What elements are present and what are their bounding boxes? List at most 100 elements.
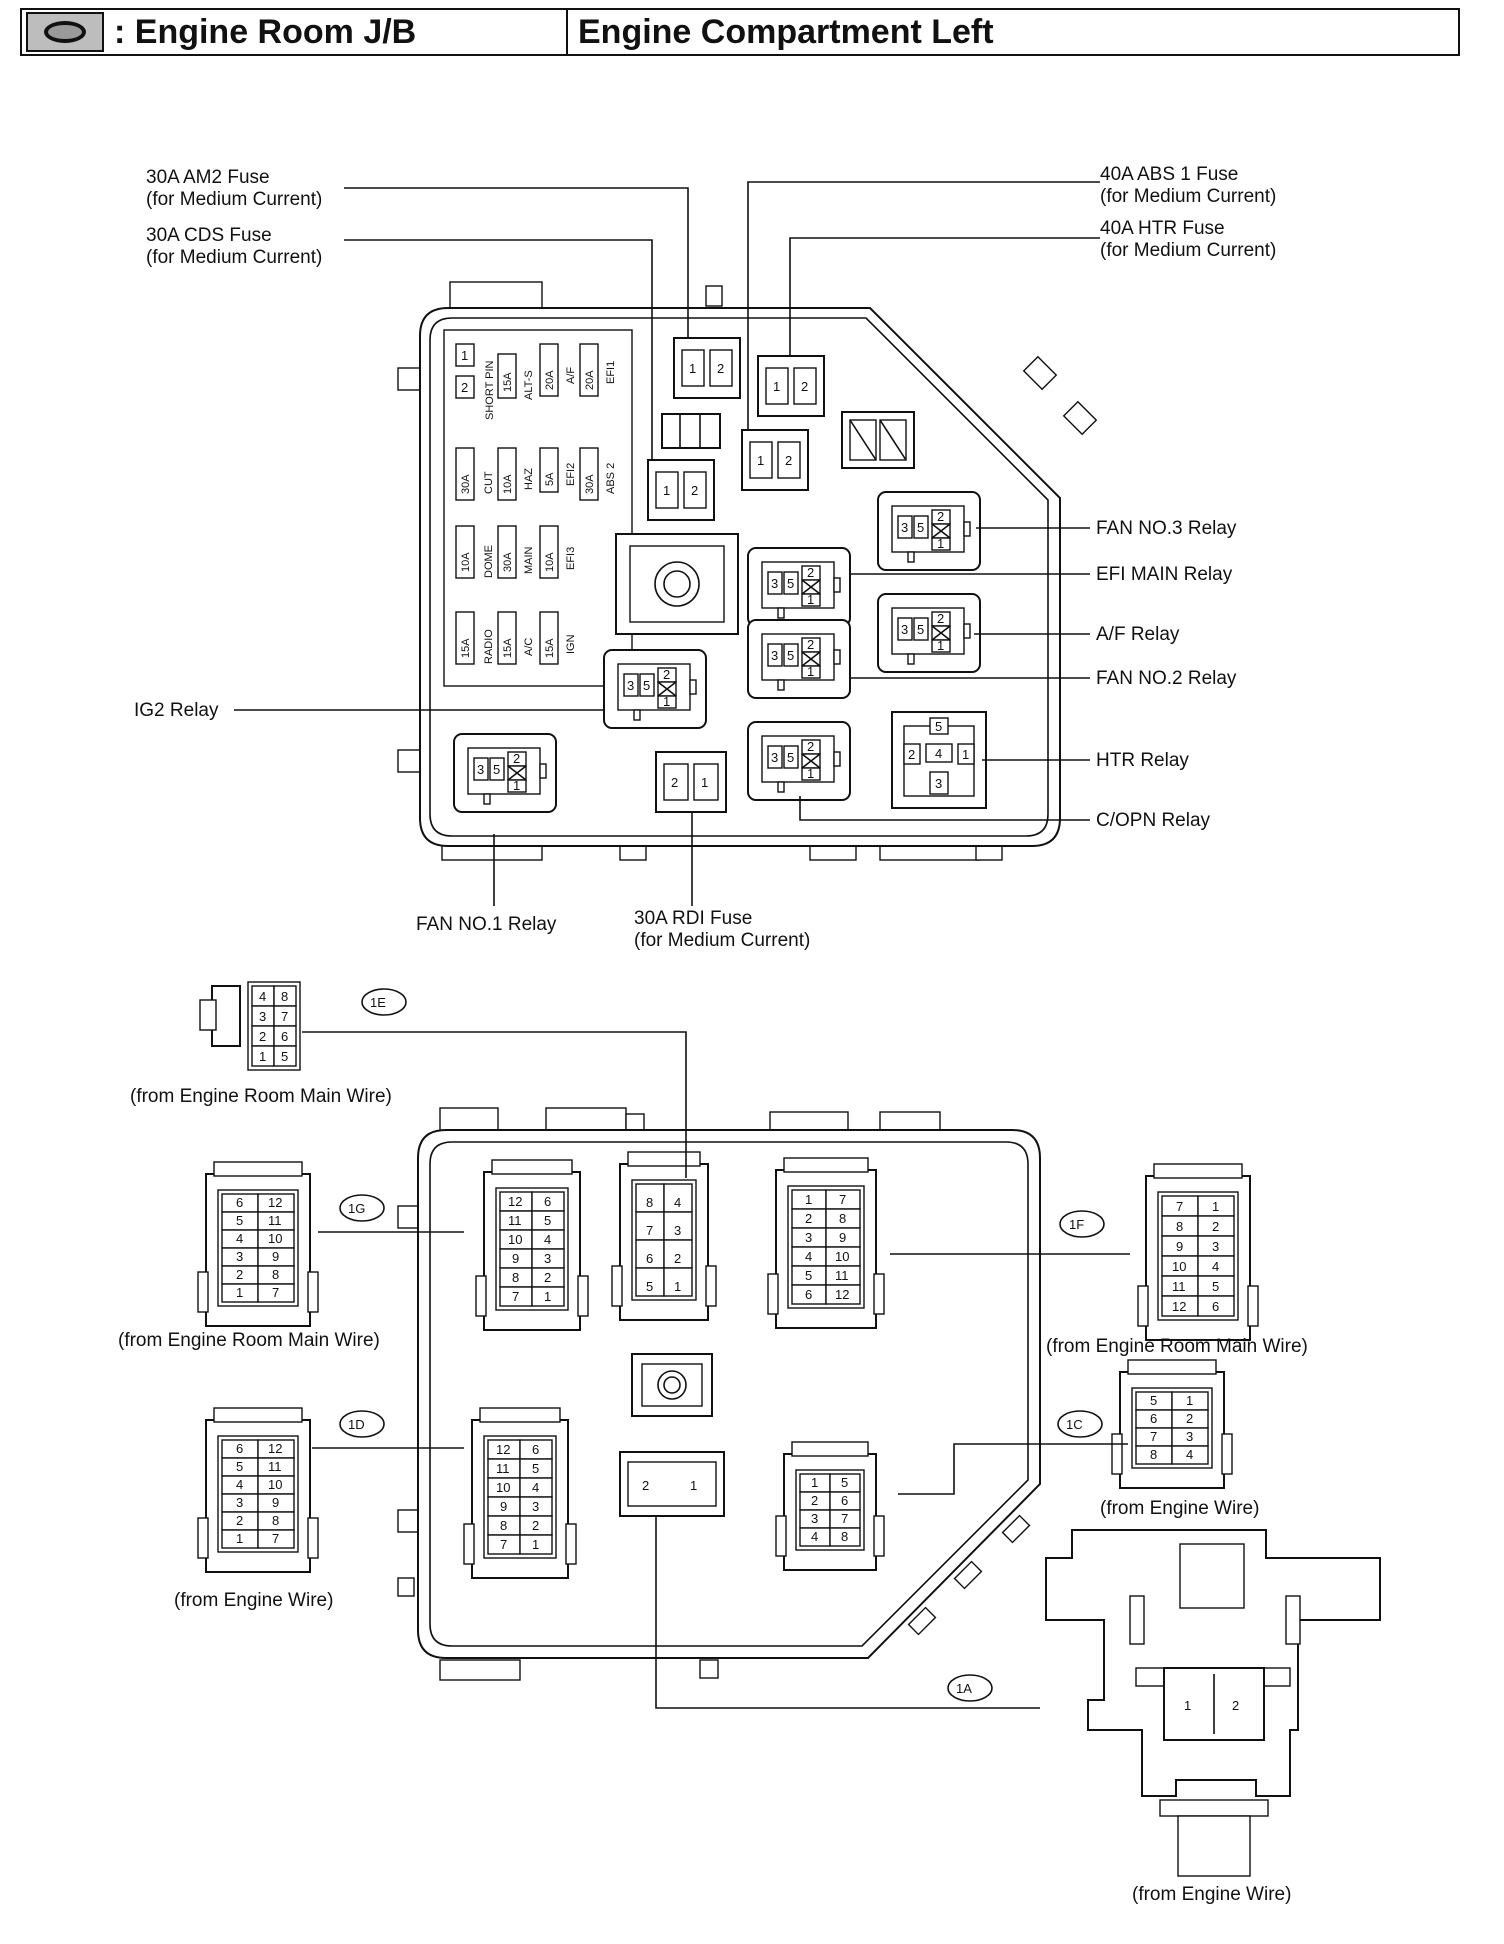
connector-1d-source: (from Engine Wire) bbox=[174, 1590, 333, 1611]
header-right-title: Engine Compartment Left bbox=[578, 12, 994, 51]
upper-leader-lines bbox=[234, 181, 1100, 906]
pin-label: 6 bbox=[1150, 1411, 1157, 1426]
pin-label: 2 bbox=[691, 483, 698, 498]
mini-fuse-name: MAIN bbox=[523, 546, 535, 574]
pin-label: 5 bbox=[841, 1475, 848, 1490]
mini-fuse-name: A/C bbox=[523, 638, 535, 656]
pin-label: 1 bbox=[532, 1537, 539, 1552]
pin-label: 6 bbox=[1212, 1299, 1219, 1314]
pin-label: 10 bbox=[835, 1249, 849, 1264]
pin-label: 12 bbox=[508, 1194, 522, 1209]
pin-label: 8 bbox=[281, 989, 288, 1004]
pin-label: 4 bbox=[811, 1529, 818, 1544]
pin-label: 3 bbox=[935, 776, 942, 791]
pin-label: 2 bbox=[642, 1478, 649, 1493]
pin-label: 5 bbox=[1150, 1393, 1157, 1408]
connector-1a-id: 1A bbox=[956, 1681, 972, 1696]
pin-label: 2 bbox=[1212, 1219, 1219, 1234]
connector-1e-id: 1E bbox=[370, 995, 386, 1010]
connector-1e-source: (from Engine Room Main Wire) bbox=[130, 1086, 392, 1107]
mini-fuse-amp: 20A bbox=[584, 370, 596, 390]
mini-fuse-amp: 5A bbox=[544, 472, 556, 486]
mini-fuse-amp: 15A bbox=[502, 372, 514, 392]
short-pin-2-label: 2 bbox=[461, 380, 468, 395]
pin-label: 2 bbox=[805, 1211, 812, 1226]
pin-label: 3 bbox=[477, 762, 484, 777]
htr-relay-label: HTR Relay bbox=[1096, 750, 1189, 771]
htr-relay-socket: 5 2 1 4 3 bbox=[891, 711, 987, 809]
lower-bolt-terminal bbox=[631, 1353, 713, 1417]
mini-fuse-amp: 30A bbox=[584, 474, 596, 494]
pin-label: 3 bbox=[532, 1499, 539, 1514]
ig2-relay-label: IG2 Relay bbox=[134, 700, 219, 721]
pin-label: 3 bbox=[236, 1495, 243, 1510]
pin-label: 3 bbox=[259, 1009, 266, 1024]
connector-1g-id: 1G bbox=[348, 1201, 365, 1216]
pin-label: 2 bbox=[663, 667, 670, 682]
pin-label: 12 bbox=[1172, 1299, 1186, 1314]
pin-label: 3 bbox=[805, 1230, 812, 1245]
pin-label: 5 bbox=[787, 648, 794, 663]
pin-label: 8 bbox=[272, 1267, 279, 1282]
pin-label: 3 bbox=[811, 1511, 818, 1526]
pin-label: 1 bbox=[701, 775, 708, 790]
mini-fuse-name: EFI1 bbox=[605, 361, 617, 384]
pin-label: 6 bbox=[532, 1442, 539, 1457]
pin-label: 4 bbox=[1212, 1259, 1219, 1274]
pin-label: 10 bbox=[508, 1232, 522, 1247]
pin-label: 5 bbox=[532, 1461, 539, 1476]
pin-label: 2 bbox=[937, 611, 944, 626]
pin-label: 1 bbox=[807, 766, 814, 781]
fuse-cds-socket: 1 2 bbox=[647, 459, 715, 521]
pin-label: 8 bbox=[512, 1270, 519, 1285]
pin-label: 3 bbox=[627, 678, 634, 693]
fan1-relay-label: FAN NO.1 Relay bbox=[416, 914, 557, 935]
pin-label: 10 bbox=[496, 1480, 510, 1495]
pin-label: 1 bbox=[1184, 1698, 1191, 1713]
pin-label: 8 bbox=[272, 1513, 279, 1528]
pin-label: 3 bbox=[771, 750, 778, 765]
pin-label: 2 bbox=[236, 1267, 243, 1282]
pin-label: 7 bbox=[272, 1285, 279, 1300]
pin-label: 8 bbox=[1176, 1219, 1183, 1234]
pin-label: 1 bbox=[805, 1192, 812, 1207]
pin-label: 7 bbox=[281, 1009, 288, 1024]
pin-label: 12 bbox=[496, 1442, 510, 1457]
pin-label: 1 bbox=[236, 1531, 243, 1546]
pin-label: 3 bbox=[544, 1251, 551, 1266]
pin-label: 2 bbox=[1186, 1411, 1193, 1426]
pin-label: 3 bbox=[1186, 1429, 1193, 1444]
pin-label: 11 bbox=[268, 1459, 282, 1474]
pin-label: 1 bbox=[663, 694, 670, 709]
pin-label: 1 bbox=[544, 1289, 551, 1304]
abs1-fuse-label: 40A ABS 1 Fuse bbox=[1100, 164, 1238, 185]
pin-label: 2 bbox=[717, 361, 724, 376]
pin-label: 10 bbox=[268, 1231, 282, 1246]
pin-label: 11 bbox=[268, 1213, 282, 1228]
pin-label: 5 bbox=[646, 1279, 653, 1294]
pin-label: 1 bbox=[674, 1279, 681, 1294]
pin-label: 11 bbox=[835, 1268, 849, 1283]
pin-label: 7 bbox=[841, 1511, 848, 1526]
pin-label: 2 bbox=[513, 751, 520, 766]
pin-label: 5 bbox=[935, 719, 942, 734]
pin-label: 7 bbox=[512, 1289, 519, 1304]
mini-fuse-name: EFI2 bbox=[565, 463, 577, 486]
pin-label: 1 bbox=[773, 379, 780, 394]
efi-main-relay-label: EFI MAIN Relay bbox=[1096, 564, 1233, 585]
pin-label: 6 bbox=[236, 1441, 243, 1456]
pin-label: 6 bbox=[281, 1029, 288, 1044]
mini-fuse-amp: 30A bbox=[460, 474, 472, 494]
mini-fuse-name: RADIO bbox=[483, 629, 495, 664]
mini-fuse-panel: 1 2 SHORT PIN 30A CUT 10A DOME 15A RADIO… bbox=[455, 343, 617, 665]
